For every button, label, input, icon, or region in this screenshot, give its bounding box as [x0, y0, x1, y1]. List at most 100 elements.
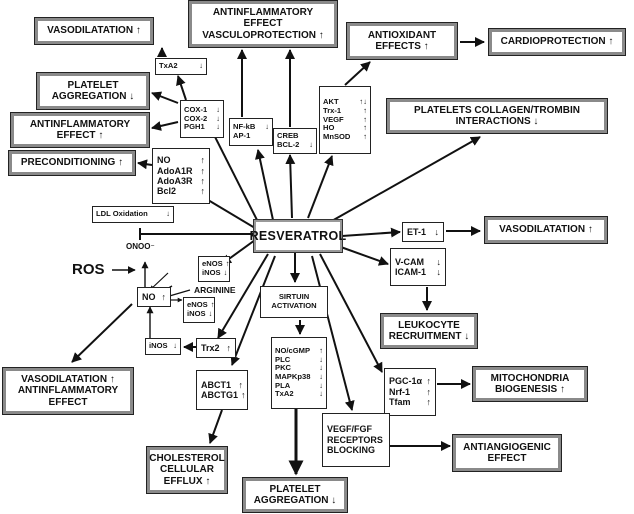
- pgc-item-dir: ↑: [426, 386, 432, 397]
- abct-row: ABCTG1↑: [201, 390, 246, 400]
- abct-row: ABCT1↑: [201, 380, 243, 390]
- abct-item-dir: ↑: [241, 390, 246, 400]
- akt-item-dir: ↑: [363, 105, 367, 115]
- onoo-label: ONOO⁻: [126, 242, 155, 251]
- akt-item-dir: ↑: [363, 114, 367, 124]
- arrow-to-et1: [341, 227, 401, 238]
- antiinflammatory-left-line1: ANTINFLAMMATORY: [29, 118, 131, 130]
- platelet-aggregation-left-box: PLATELET AGGREGATION ↓: [36, 72, 150, 110]
- abct-item-label: ABCTG1: [201, 390, 239, 400]
- vasodilatation-right-label: VASODILATATION: [499, 224, 586, 236]
- vcam-item-label: ICAM-1: [395, 267, 426, 277]
- arrow-to-creb: [285, 154, 296, 219]
- platelet-aggregation-left-dir: ↓: [129, 91, 135, 102]
- akt-item-dir: ↑: [363, 123, 367, 133]
- ldl-dir: ↓: [166, 209, 170, 219]
- abct-box: ABCT1↑ ABCTG1↑: [196, 370, 248, 410]
- no-group-row: Bcl2 ↑: [157, 186, 205, 196]
- cox-box: COX-1↓ COX-2↓ PGH1↓: [180, 100, 224, 138]
- enos-inos-1-row: eNOS↑: [202, 260, 229, 269]
- antiinflammatory-left-dir: ↑: [98, 130, 104, 141]
- antioxidant-dir: ↑: [423, 41, 429, 52]
- nfkb-row: AP-1: [233, 131, 269, 141]
- cardioprotection-box: CARDIOPROTECTION ↑: [488, 28, 626, 56]
- txa2-label: TxA2: [159, 61, 178, 71]
- vasodilatation-left-line1: VASODILATATION: [21, 373, 108, 385]
- creb-item-dir: ↓: [309, 140, 313, 149]
- vegf-fgf-box: VEGF/FGF RECEPTORS BLOCKING: [322, 413, 390, 467]
- sirtuin-list-item-dir: ↓: [319, 354, 323, 364]
- sirtuin-line2: ACTIVATION: [271, 301, 317, 310]
- sirtuin-list-box: NO/cGMP↑ PLC↓ PKC↓ MAPKp38↓ PLA↓ TxA2↓: [271, 337, 327, 409]
- antiangiogenic-line1: ANTIANGIOGENIC: [463, 441, 551, 453]
- no-group-item-label: NO: [157, 155, 171, 166]
- cholesterol-line3: EFFLUX: [163, 475, 203, 487]
- et1-dir: ↓: [434, 226, 440, 237]
- vasodilatation-left-line2: ANTINFLAMMATORY: [17, 385, 119, 397]
- arrow-to-abct: [230, 255, 276, 366]
- arrow-no-to-precond: [137, 159, 153, 170]
- et1-box: ET-1 ↓: [402, 222, 444, 242]
- enos-inos-2-item-label: eNOS: [187, 300, 208, 310]
- enos-inos-2-item-dir: ↓: [208, 309, 213, 318]
- pgc-row: PGC-1α↑: [389, 376, 431, 386]
- platelet-aggregation-bottom-dir: ↓: [331, 495, 337, 506]
- platelets-collagen-line1: PLATELETS COLLAGEN/TROMBIN: [414, 104, 580, 116]
- platelet-aggregation-left-line1: PLATELET: [67, 79, 119, 91]
- no-group-item-dir: ↑: [200, 155, 206, 166]
- nfkb-item-dir: ↓: [265, 122, 269, 132]
- leukocyte-dir: ↓: [464, 331, 470, 342]
- mitochondria-box: MITOCHONDRIA BIOGENESIS ↑: [472, 366, 588, 402]
- vasodilatation-left-box: VASODILATATION ↑ ANTINFLAMMATORY EFFECT: [2, 367, 134, 415]
- arrow-cox-to-platelet: [151, 91, 179, 104]
- akt-item-label: VEGF: [323, 114, 344, 124]
- sirtuin-list-row: PLC↓: [275, 354, 323, 365]
- enos-inos-2-item-label: iNOS: [187, 309, 206, 318]
- et1-label: ET-1: [407, 226, 427, 237]
- pgc-item-dir: ↑: [426, 397, 432, 408]
- ros-label: ROS: [72, 261, 105, 278]
- vcam-item-label: V-CAM: [395, 256, 424, 267]
- cox-item-dir: ↓: [216, 104, 220, 114]
- txa2-box: TxA2↓: [155, 58, 207, 75]
- cox-row: COX-1↓: [184, 104, 220, 115]
- preconditioning-label: PRECONDITIONING: [20, 157, 116, 169]
- vcam-item-dir: ↓: [436, 267, 442, 277]
- sirtuin-list-item-label: NO/cGMP: [275, 345, 311, 355]
- cox-item-label: PGH1: [184, 122, 205, 132]
- platelets-collagen-line2: INTERACTIONS: [455, 116, 531, 127]
- sirtuin-list-row: NO/cGMP↑: [275, 345, 323, 356]
- enos-inos-1-item-dir: ↑: [225, 259, 230, 269]
- platelet-aggregation-bottom-line2: AGGREGATION: [253, 495, 329, 506]
- arrow-to-pgc: [319, 253, 383, 373]
- antioxidant-box: ANTIOXIDANT EFFECTS ↑: [346, 22, 458, 60]
- arrow-cox-to-txa2: [176, 75, 187, 101]
- no-group-item-label: Bcl2: [157, 186, 177, 197]
- trx2-label: Trx2: [201, 342, 220, 353]
- sirtuin-line1: SIRTUIN: [278, 292, 310, 302]
- resveratrol-label: RESVERATROL: [249, 228, 347, 243]
- cholesterol-box: CHOLESTEROL CELLULAR EFFLUX ↑: [146, 446, 228, 494]
- no-group-item-dir: ↑: [200, 176, 206, 186]
- vasodilatation-top-dir: ↑: [135, 25, 141, 37]
- cholesterol-dir: ↑: [205, 475, 211, 487]
- platelets-collagen-box: PLATELETS COLLAGEN/TROMBIN INTERACTIONS …: [386, 98, 608, 134]
- preconditioning-dir: ↑: [118, 157, 124, 169]
- sirtuin-list-row: PLA↓: [275, 381, 323, 391]
- cholesterol-line1: CHOLESTEROL: [149, 452, 225, 464]
- enos-inos-1-item-dir: ↓: [223, 268, 228, 277]
- enos-inos-2-row: iNOS↓: [187, 309, 213, 319]
- pgc-item-label: PGC-1α: [389, 376, 423, 387]
- trx2-dir: ↑: [226, 342, 232, 353]
- akt-item-dir: ↑↓: [359, 97, 367, 107]
- sirtuin-list-item-dir: ↓: [319, 389, 323, 399]
- no-group-item-dir: ↑: [200, 186, 206, 197]
- arrow-to-akt: [307, 155, 334, 219]
- leukocyte-line2: RECRUITMENT: [388, 331, 462, 342]
- sirtuin-list-row: TxA2↓: [275, 390, 323, 399]
- enos-inos-2-row: eNOS↑: [187, 300, 214, 310]
- antiinflammatory-top-line3: VASCULOPROTECTION: [202, 29, 316, 41]
- platelets-collagen-dir: ↓: [533, 116, 539, 127]
- no-box-label: NO: [142, 291, 156, 302]
- arrow-abct-to-chol: [208, 409, 223, 444]
